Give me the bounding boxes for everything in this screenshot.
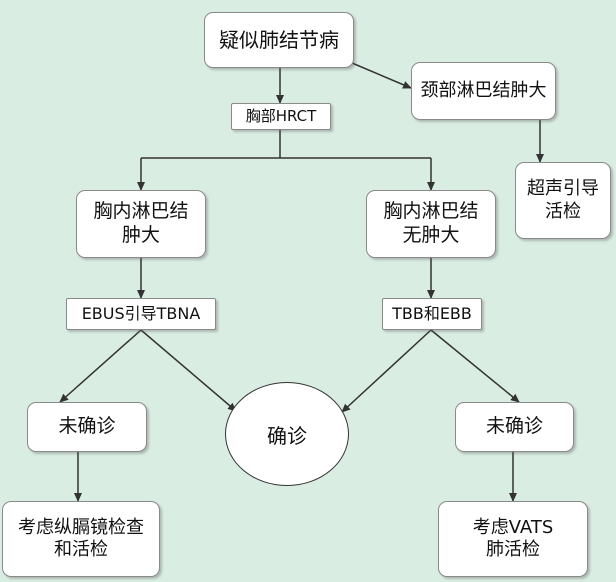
node-consider-vats-biopsy: 考虑VATS 肺活检 — [438, 501, 588, 577]
node-undiagnosed-right: 未确诊 — [455, 402, 574, 452]
node-confirmed: 确诊 — [225, 382, 349, 486]
arrow-tbb-to-confirmed — [341, 329, 432, 413]
node-ultrasound-guided-biopsy: 超声引导 活检 — [515, 162, 611, 239]
node-intrathoracic-lymph-enlarged: 胸内淋巴结 肿大 — [76, 190, 206, 258]
node-intrathoracic-lymph-not-enlarged: 胸内淋巴结 无肿大 — [366, 190, 496, 258]
node-ebus-tbna: EBUS引导TBNA — [66, 298, 216, 330]
arrow-ebus-to-confirmed — [140, 329, 237, 412]
node-neck-lymph-enlarged: 颈部淋巴结肿大 — [411, 62, 556, 120]
arrow-suspected-to-neck — [351, 62, 412, 89]
node-tbb-ebb: TBB和EBB — [382, 298, 482, 330]
node-consider-mediastinoscopy: 考虑纵膈镜检查 和活检 — [2, 501, 160, 577]
node-chest-hrct: 胸部HRCT — [231, 103, 331, 130]
node-undiagnosed-left: 未确诊 — [27, 402, 147, 452]
node-suspected-pulmonary-sarcoidosis: 疑似肺结节病 — [204, 12, 354, 68]
arrow-ebus-to-undiagnosed — [59, 329, 142, 403]
arrow-tbb-to-undiagnosed — [430, 329, 520, 403]
